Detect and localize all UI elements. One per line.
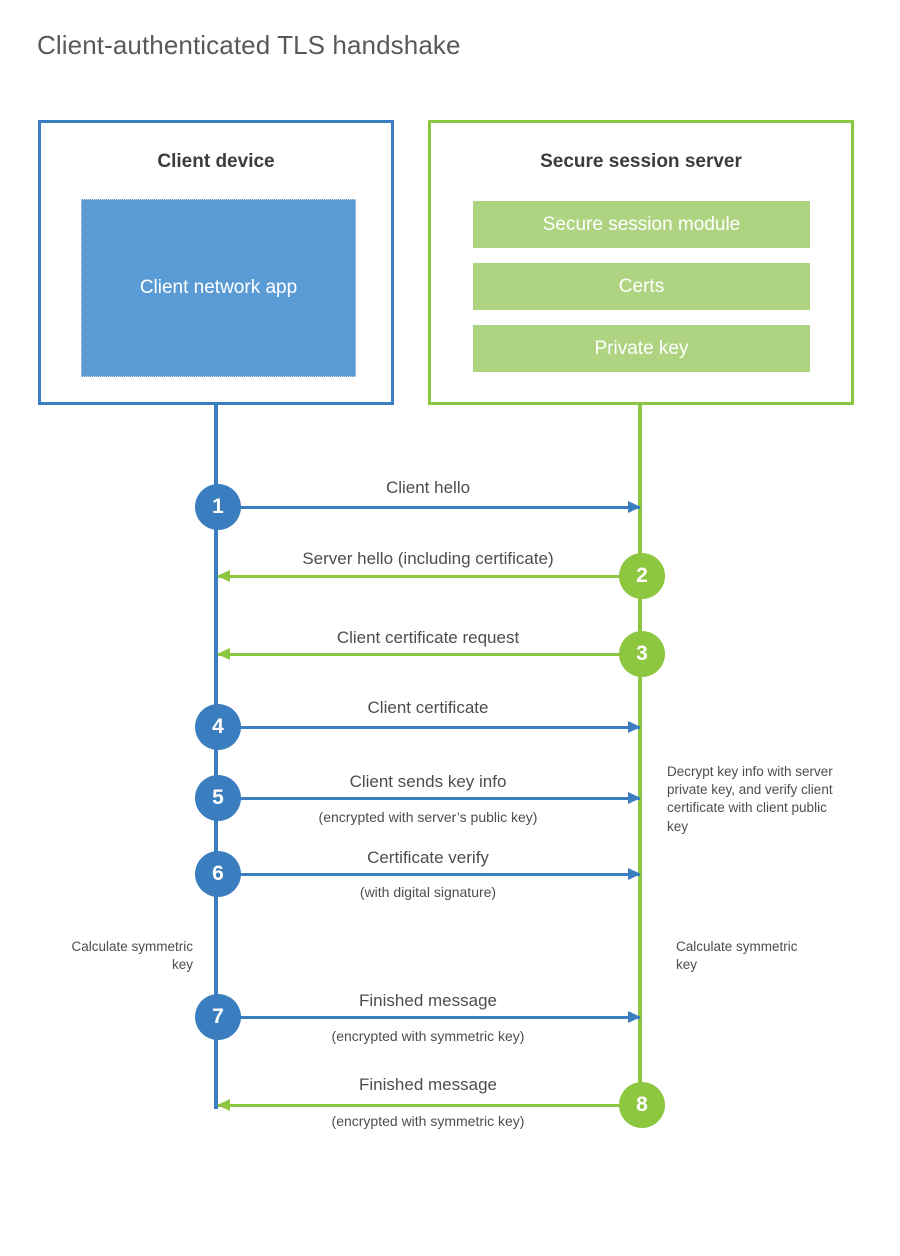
server-decrypt-annotation: Decrypt key info with server private key… <box>667 764 833 834</box>
step-1-marker: 1 <box>195 484 241 530</box>
step-1-arrow <box>218 501 641 513</box>
arrowhead-right-icon <box>628 1011 641 1023</box>
step-4-marker: 4 <box>195 704 241 750</box>
step-3-arrow <box>217 648 640 660</box>
server-component-secure-session-module: Secure session module <box>473 201 810 248</box>
secure-session-server-title: Secure session server <box>540 151 742 172</box>
step-6-label: Certificate verify <box>367 848 489 867</box>
server-component-private-key: Private key <box>473 325 810 372</box>
server-calculate-symmetric-key-annotation: Calculate symmetric key <box>676 939 798 973</box>
step-8-arrow <box>217 1099 640 1111</box>
step-4-arrow <box>218 721 641 733</box>
step-5-arrow <box>218 792 641 804</box>
arrowhead-left-icon <box>217 570 230 582</box>
step-6-arrow <box>218 868 641 880</box>
client-network-app-label: Client network app <box>139 277 298 299</box>
arrowhead-right-icon <box>628 501 641 513</box>
step-5-sublabel: (encrypted with server’s public key) <box>318 809 538 825</box>
step-7-marker: 7 <box>195 994 241 1040</box>
server-component-label: Private key <box>594 337 689 359</box>
arrowhead-right-icon <box>628 792 641 804</box>
step-4-label: Client certificate <box>367 698 489 717</box>
step-5-marker: 5 <box>195 775 241 821</box>
step-2-marker: 2 <box>619 553 665 599</box>
step-7-label: Finished message <box>359 991 497 1010</box>
arrowhead-right-icon <box>628 868 641 880</box>
server-lifeline <box>638 402 642 1109</box>
step-6-marker: 6 <box>195 851 241 897</box>
client-device-title: Client device <box>157 151 275 172</box>
step-6-sublabel: (with digital signature) <box>359 884 497 900</box>
server-component-label: Secure session module <box>542 213 741 235</box>
client-lifeline <box>214 402 218 1109</box>
step-7-arrow <box>218 1011 641 1023</box>
server-component-label: Certs <box>618 275 665 297</box>
step-7-sublabel: (encrypted with symmetric key) <box>331 1028 525 1044</box>
step-8-label: Finished message <box>359 1075 497 1094</box>
arrowhead-left-icon <box>217 648 230 660</box>
secure-session-server-box: Secure session server Secure session mod… <box>428 120 854 405</box>
step-3-marker: 3 <box>619 631 665 677</box>
arrowhead-left-icon <box>217 1099 230 1111</box>
step-8-sublabel: (encrypted with symmetric key) <box>331 1113 525 1129</box>
client-network-app-block: Client network app <box>81 199 356 377</box>
step-2-arrow <box>217 570 640 582</box>
step-1-label: Client hello <box>385 478 471 497</box>
client-calculate-symmetric-key-annotation: Calculate symmetric key <box>71 939 193 973</box>
client-device-box: Client device Client network app <box>38 120 394 405</box>
server-component-certs: Certs <box>473 263 810 310</box>
step-8-marker: 8 <box>619 1082 665 1128</box>
step-3-label: Client certificate request <box>336 628 520 647</box>
arrowhead-right-icon <box>628 721 641 733</box>
step-2-label: Server hello (including certificate) <box>302 549 554 568</box>
step-5-label: Client sends key info <box>349 772 507 791</box>
page-title: Client-authenticated TLS handshake <box>37 30 461 60</box>
